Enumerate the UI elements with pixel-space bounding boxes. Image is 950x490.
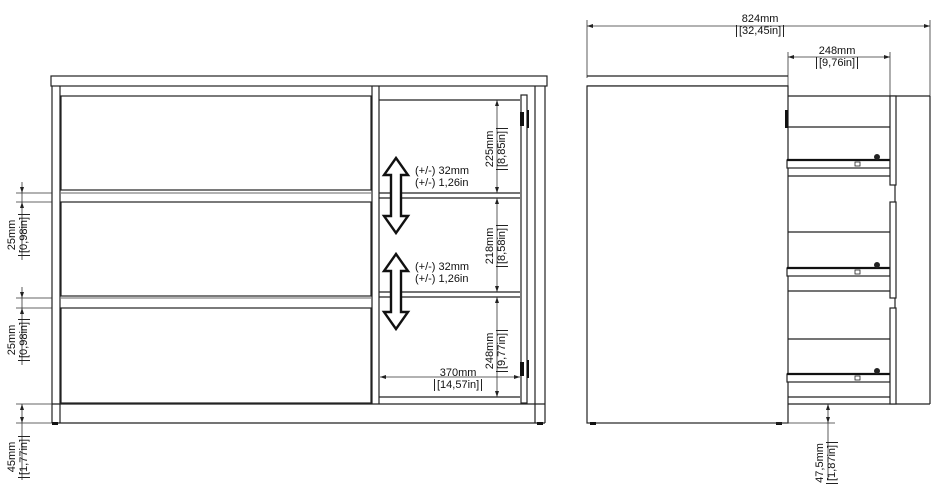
front-view	[16, 75, 548, 480]
shelf-adjust-arrow-1	[381, 155, 411, 236]
open-drawer-3	[786, 307, 897, 405]
dim-total-depth-mm: 824mm	[741, 13, 779, 25]
open-drawer-2	[786, 201, 897, 299]
foot-left	[52, 422, 58, 425]
side-view	[586, 20, 931, 480]
dim-shelf-top-mm: 225mm	[484, 130, 496, 168]
dim-plinth-mm: 45mm	[6, 441, 18, 473]
dim-drawer-extension-mm: 248mm	[818, 45, 856, 57]
foot-right	[537, 422, 543, 425]
shelf-adjust-mm-1: (+/-) 32mm	[415, 165, 470, 177]
dim-total-depth-in: [32,45in]	[736, 25, 785, 37]
drawer-front-3	[60, 307, 372, 404]
dim-shelf-mid: 218mm [8,58in]	[484, 224, 508, 267]
open-drawer-1	[785, 95, 897, 186]
dim-shelf-bottom-in: [9,77in]	[496, 329, 508, 372]
dim-drawer-extension-in: [9,76in]	[816, 57, 859, 69]
shelf-adjust-mm-2: (+/-) 32mm	[415, 261, 470, 273]
hinge-bottom	[520, 362, 524, 376]
dim-gap-upper: 25mm [0,98in]	[6, 213, 30, 256]
dim-shelf-bottom-mm: 248mm	[484, 332, 496, 370]
top-board	[50, 75, 548, 87]
dim-shelf-top-in: [8,85in]	[496, 127, 508, 170]
shelf-adjust-label-1: (+/-) 32mm (+/-) 1,26in	[415, 165, 469, 189]
dim-inner-width-mm: 370mm	[439, 367, 477, 379]
dim-gap-lower-mm: 25mm	[6, 324, 18, 356]
dim-total-depth: 824mm [32,45in]	[736, 13, 785, 37]
shelf-adjust-in-1: (+/-) 1,26in	[415, 177, 469, 189]
shelf-adjust-label-2: (+/-) 32mm (+/-) 1,26in	[415, 261, 469, 285]
dim-shelf-mid-in: [8,58in]	[496, 224, 508, 267]
dim-plinth-in: [1,77in]	[18, 435, 30, 478]
dim-inner-width-in: [14,57in]	[434, 379, 483, 391]
shelf-adjust-arrow-2	[381, 251, 411, 332]
drawer-front-2	[60, 201, 372, 297]
shelf-adjust-in-2: (+/-) 1,26in	[415, 273, 469, 285]
dim-gap-lower: 25mm [0,98in]	[6, 318, 30, 361]
dim-shelf-bottom: 248mm [9,77in]	[484, 329, 508, 372]
dim-drawer-extension: 248mm [9,76in]	[816, 45, 859, 69]
dim-shelf-mid-mm: 218mm	[484, 227, 496, 265]
dim-inner-width: 370mm [14,57in]	[434, 367, 483, 391]
hinge-top	[520, 112, 524, 126]
drawer-front-1	[60, 95, 372, 191]
dim-shelf-top: 225mm [8,85in]	[484, 127, 508, 170]
dim-foot-height: 47,5mm [1,87in]	[814, 441, 838, 484]
door-edge	[520, 94, 528, 404]
dim-foot-height-in: [1,87in]	[826, 441, 838, 484]
cabinet-side-panel	[586, 85, 789, 424]
dim-plinth: 45mm [1,77in]	[6, 435, 30, 478]
dim-gap-upper-mm: 25mm	[6, 219, 18, 251]
dim-gap-upper-in: [0,98in]	[18, 213, 30, 256]
dim-foot-height-mm: 47,5mm	[814, 443, 826, 483]
dim-gap-lower-in: [0,98in]	[18, 318, 30, 361]
